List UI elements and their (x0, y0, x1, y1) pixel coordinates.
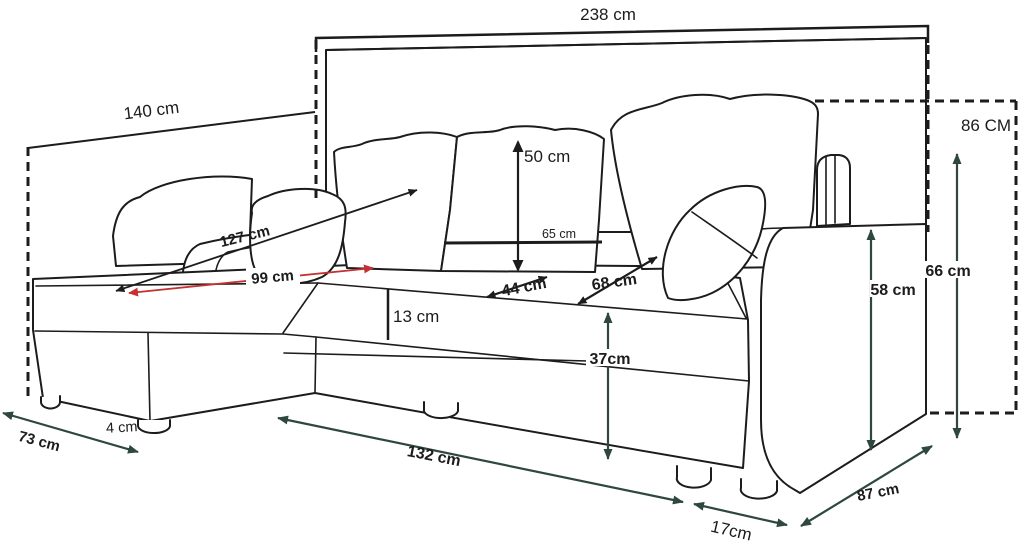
right-decor-pillow-crease (691, 211, 758, 259)
label-foot-height: 4 cm (106, 419, 138, 437)
label-total-width: 238 cm (580, 5, 636, 24)
foot-corner (422, 401, 459, 420)
dim-seat-depth-back-arrow (577, 256, 658, 305)
label-bg-sleeping-width (246, 268, 300, 285)
label-seat-depth-back: 68 cm (591, 271, 638, 294)
sofa-back-top-edge (325, 37, 927, 51)
label-seat-band: 13 cm (393, 307, 439, 326)
chaise-corner-vertical-edge (147, 332, 151, 422)
base-storage-seam (283, 352, 589, 362)
mattress-band-bottom-edge (34, 330, 750, 382)
right-ear-seam (825, 155, 836, 225)
right-decor-pillow (661, 184, 767, 302)
foot-chaise-left (40, 395, 61, 410)
label-side-depth: 87 cm (856, 480, 901, 505)
dim-seat-depth-front-arrow (486, 275, 548, 299)
back-cushion-a (333, 131, 458, 272)
label-backrest-height: 50 cm (524, 147, 570, 166)
label-side-height: 66 cm (925, 263, 970, 280)
dim-cushion-width-line (443, 240, 603, 245)
label-chaise-length: 140 cm (123, 98, 181, 124)
dim-chaise-width-arrow (2, 411, 139, 454)
label-armrest-height: 58 cm (870, 282, 915, 299)
sofa-right-ear (816, 154, 851, 227)
dim-corner-depth-arrow (693, 501, 788, 528)
label-base-height: 37cm (590, 351, 631, 368)
dim-side-depth-arrow (800, 445, 933, 527)
label-cushion-width: 65 cm (542, 227, 576, 241)
foot-main-front (675, 465, 712, 489)
main-base-left-edge (314, 336, 317, 394)
foot-chaise-front (136, 419, 171, 434)
label-sleeping-width: 99 cm (251, 267, 295, 288)
back-cushion-c (610, 93, 819, 270)
label-bg-side-height (925, 261, 971, 278)
label-corner-depth: 17cm (709, 517, 754, 542)
seat-and-chaise-body (32, 263, 750, 469)
dim-chaise-length-line (27, 111, 316, 149)
dimension-guides (2, 24, 1018, 528)
label-bg-armrest-height (870, 280, 916, 297)
right-armrest (760, 223, 927, 494)
dim-seat-length-arrow (277, 415, 684, 505)
foot-main-right (739, 478, 778, 500)
label-total-height: 86 CM (961, 116, 1011, 135)
back-cushion-b (440, 125, 605, 273)
label-bg-base-height (586, 349, 634, 366)
label-seat-length: 132 cm (406, 443, 463, 470)
label-chaise-width: 73 cm (16, 428, 61, 455)
